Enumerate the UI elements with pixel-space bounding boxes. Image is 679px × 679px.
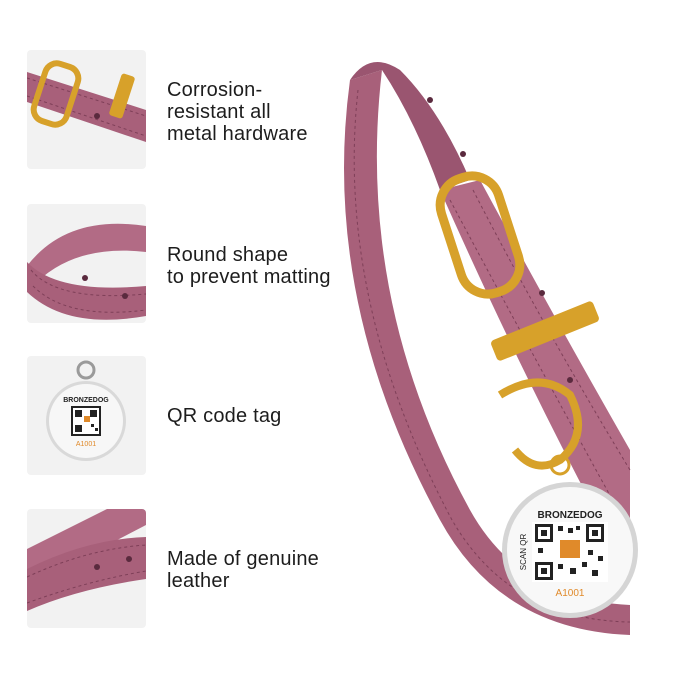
tag-brand: BRONZEDOG (538, 510, 603, 521)
leather-closeup-image (27, 509, 146, 628)
tag-code: A1001 (556, 588, 585, 599)
round-collar-closeup-image (27, 204, 146, 323)
feature-1-line-2: resistant all (167, 101, 271, 123)
feature-4-line-1: Made of genuine (167, 548, 320, 570)
small-tag-code: A1001 (76, 441, 96, 448)
small-tag-brand: BRONZEDOG (63, 397, 109, 404)
collar-product-image: BRONZEDOG SCAN QR A1001 (330, 50, 670, 660)
feature-round-text: Round shape to prevent matting (167, 244, 331, 288)
feature-corrosion-text: Corrosion- resistant all metal hardware (167, 79, 308, 145)
tag-side-text: SCAN QR (519, 534, 528, 571)
feature-2-line-2: to prevent matting (167, 266, 331, 288)
feature-2-line-1: Round shape (167, 244, 289, 266)
feature-4-line-2: leather (167, 570, 230, 592)
feature-qr-text: QR code tag (167, 405, 282, 427)
feature-leather-text: Made of genuine leather (167, 548, 319, 592)
buckle-closeup-image (27, 50, 146, 169)
qr-tag-image: BRONZEDOG A1001 (27, 356, 146, 475)
feature-3-line-1: QR code tag (167, 405, 282, 427)
feature-1-line-1: Corrosion- (167, 79, 263, 101)
feature-1-line-3: metal hardware (167, 123, 308, 145)
